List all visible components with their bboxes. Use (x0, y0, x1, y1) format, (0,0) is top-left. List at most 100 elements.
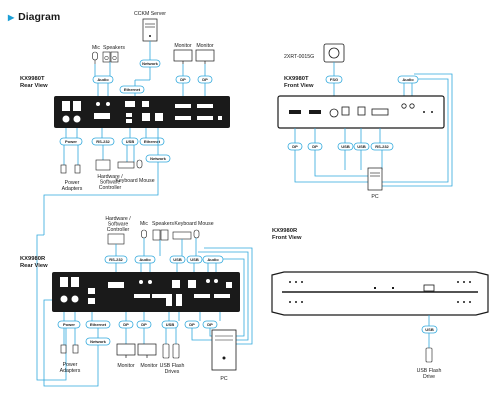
dp-front-pill-2-label: DP (312, 144, 318, 149)
usb-r-pill-1 (169, 255, 186, 264)
monitor-r1-icon (116, 343, 136, 358)
keyboard-icon (117, 161, 135, 169)
keyboard-mouse-r-label: Keyboard Mouse (174, 221, 213, 227)
audio-front-pill (397, 75, 419, 84)
monitor1-icon (173, 49, 193, 64)
ethernet2-pill-label: Ethernet (144, 139, 161, 144)
usb-flash-drives-icon (162, 343, 180, 359)
audio-r-pill-label: Audio (139, 257, 151, 262)
dp-r-pill-3-label: DP (189, 322, 195, 327)
rs232-front-pill-label: RS-232 (375, 144, 389, 149)
usb-r-pill-2 (186, 255, 203, 264)
usb-front-pill-2-label: USB (357, 144, 366, 149)
usb-r-pill-1-label: USB (173, 257, 182, 262)
usb-flash-drive-icon (425, 347, 433, 363)
power-r-pill-label: Power (63, 322, 75, 327)
mic-label: Mic (92, 45, 100, 51)
hw-controller-r-icon (107, 233, 125, 245)
mouse-icon (136, 159, 143, 169)
mic-icon (92, 51, 98, 64)
hw-controller-icon (95, 159, 111, 171)
ethernet-pill (119, 85, 145, 94)
server-icon (142, 18, 158, 42)
monitor-r1-label: Monitor (117, 363, 135, 369)
mouse-r-icon (193, 229, 200, 239)
usb-front-r-pill (421, 325, 438, 334)
usb-front-r-pill-label: USB (425, 327, 434, 332)
mic-r-label: Mic (140, 221, 148, 227)
device-2xrt-label: 2XRT-0015G (284, 54, 314, 60)
kx9980t-front-model: KX9980T (284, 76, 309, 82)
mic-r-icon (141, 229, 147, 239)
audio-r-pill (134, 255, 156, 264)
pc-top-label: PC (371, 194, 378, 200)
monitor2-label: Monitor (196, 43, 214, 49)
speakers-r-icon (152, 229, 169, 241)
kx9980r-front-section: KX9980R Front View USB (271, 228, 489, 380)
kx9980t-rear-view-label: Rear View (20, 83, 48, 89)
power-pill-label: Power (65, 139, 77, 144)
pc-bottom-icon (211, 329, 237, 371)
speakers-icon (102, 51, 119, 63)
pc-bottom-label: PC (220, 376, 227, 382)
monitor-r2-icon (137, 343, 157, 358)
power-adapter-icon (60, 164, 81, 174)
usb-r-pill-3 (161, 320, 179, 329)
audio-pill-label: Audio (97, 77, 109, 82)
dp-r-pill-2-label: DP (141, 322, 147, 327)
rs232-pill-label: RS-232 (96, 139, 110, 144)
dp-r-pill-1-label: DP (123, 322, 129, 327)
kx9980r-rear-model: KX9980R (20, 256, 46, 262)
audio-front-pill-label: Audio (402, 77, 414, 82)
network-pill-label: Network (142, 61, 159, 66)
audio2-r-pill (202, 255, 224, 264)
pc-top-icon (367, 167, 383, 191)
kx9980r-front-model: KX9980R (272, 228, 298, 234)
audio2-r-pill-label: Audio (207, 257, 219, 262)
usb-pill-label: USB (126, 139, 135, 144)
device-2xrt-icon (323, 43, 345, 63)
monitor2-icon (195, 49, 215, 64)
kx9980t-front-device (277, 95, 445, 129)
kx9980r-rear-view-label: Rear View (20, 263, 48, 269)
dp-pill-2-label: DP (202, 77, 208, 82)
speakers-r-label: Speakers (152, 221, 174, 227)
network-r-pill-label: Network (90, 339, 107, 344)
power-adapter-r-icon (60, 344, 79, 354)
kx9980t-front-section: 2XRT-0015G FSG KX9980T Front View Audio (277, 43, 453, 200)
usb-front-pill-1-label: USB (341, 144, 350, 149)
kx9980r-front-view-label: Front View (272, 235, 302, 241)
kx9980t-front-view-label: Front View (284, 83, 314, 89)
kx9980t-rear-section: CCKM Server Network Mic Speakers Audio (20, 11, 230, 381)
power-r-pill (57, 320, 81, 329)
usb-r-pill-3-label: USB (166, 322, 175, 327)
kx9980t-rear-device (54, 96, 230, 128)
monitor-r2-label: Monitor (140, 363, 158, 369)
fsg-pill-label: FSG (330, 77, 338, 82)
usb-front-pill-1 (337, 142, 354, 151)
monitor1-label: Monitor (174, 43, 192, 49)
server-label: CCKM Server (134, 11, 166, 17)
audio-pill (92, 75, 114, 84)
kx9980r-front-device (271, 271, 489, 316)
usb-r-pill-2-label: USB (190, 257, 199, 262)
usb-pill (121, 137, 139, 146)
bullet-arrow-icon: ▶ (8, 13, 15, 22)
network2-pill-label: Network (150, 156, 167, 161)
power-pill (59, 137, 83, 146)
rs232-r-pill-label: RS-232 (109, 257, 123, 262)
diagram-title: ▶Diagram (8, 11, 60, 23)
kx9980t-rear-model: KX9980T (20, 76, 45, 82)
kx9980r-rear-device (52, 272, 240, 312)
dp-front-pill-1-label: DP (292, 144, 298, 149)
page-title: Diagram (18, 11, 61, 23)
keyboard-r-icon (172, 231, 192, 240)
